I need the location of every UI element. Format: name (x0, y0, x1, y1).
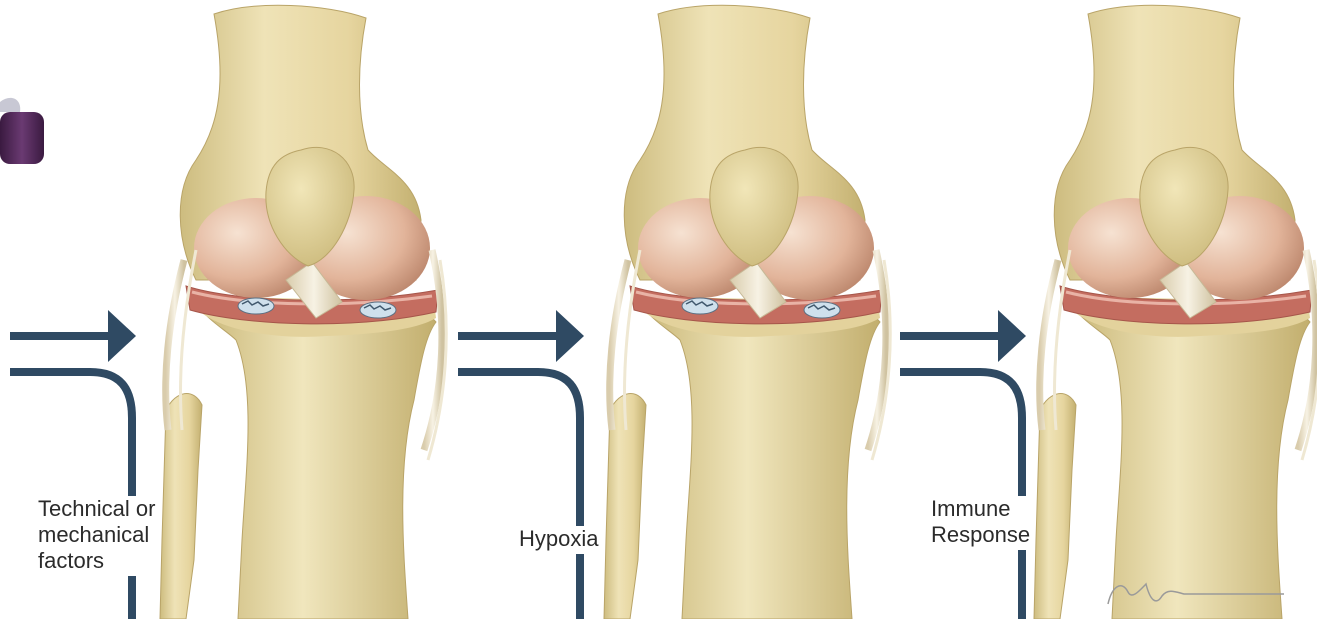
knee-joint-stage-1 (160, 5, 446, 619)
arrow-right-icon (458, 310, 584, 619)
implant-fragment-icon (0, 98, 44, 164)
stage-3-label: Immune Response (931, 496, 1034, 550)
stage-2-label: Hypoxia (519, 526, 602, 554)
knee-joint-stage-2 (604, 5, 890, 619)
stage-1-label: Technical or mechanical factors (38, 496, 159, 576)
arrow-right-icon (900, 310, 1026, 619)
knee-joint-stage-3 (1034, 5, 1317, 619)
